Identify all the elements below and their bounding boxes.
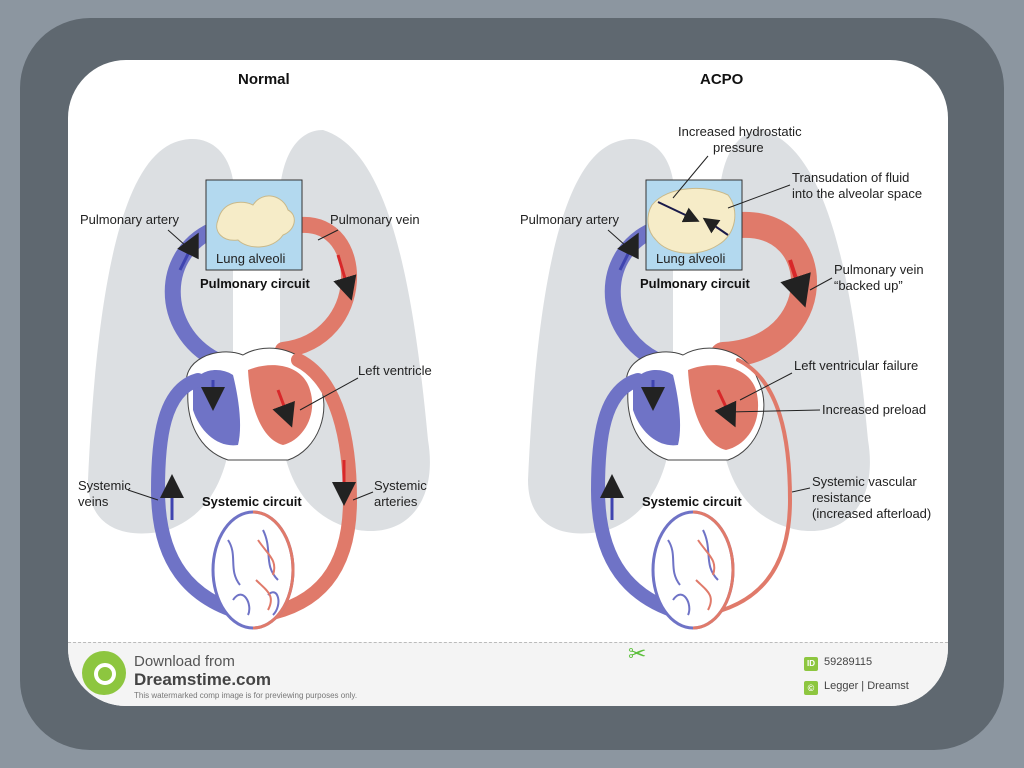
acpo-pv-flow-arrow bbox=[780, 259, 811, 308]
pa-leader-line bbox=[167, 229, 187, 247]
lv-leader-line bbox=[299, 377, 359, 411]
alveoli-shape bbox=[216, 195, 295, 248]
acpo-panel: Lung alveoli ACPO Increased hydrostatic … bbox=[520, 71, 931, 630]
normal-systemic-arteries-label-1: Systemic bbox=[374, 478, 427, 493]
svr-leader-line bbox=[791, 487, 811, 493]
transudation-label-1: Transudation of fluid bbox=[792, 170, 909, 185]
normal-pulmonary-artery-label: Pulmonary artery bbox=[80, 212, 179, 227]
preload-leader-line bbox=[727, 409, 821, 413]
scissors-icon: ✂ bbox=[628, 641, 647, 666]
acpo-capillary-network-blue bbox=[667, 529, 719, 616]
acpo-capillary-network-red bbox=[695, 539, 716, 611]
fluid-arrow-1 bbox=[657, 201, 700, 223]
normal-left-ventricle-label: Left ventricle bbox=[358, 363, 432, 378]
transudation-label-2: into the alveolar space bbox=[792, 186, 922, 201]
normal-pulmonary-vein-label: Pulmonary vein bbox=[330, 212, 420, 227]
pv-flow-arrow bbox=[333, 254, 357, 301]
watermark-footer: Download from Dreamstime.com This waterm… bbox=[68, 641, 948, 706]
dreamstime-logo-icon bbox=[82, 651, 126, 695]
credit-text: Legger | Dreamst bbox=[824, 680, 909, 692]
normal-systemic-arteries-label-2: arteries bbox=[374, 494, 418, 509]
capillary-bed-red-half bbox=[252, 510, 295, 630]
acpo-heart-red-arrow bbox=[714, 389, 737, 428]
pa-flow-arrow bbox=[177, 232, 199, 271]
svr-label-3: (increased afterload) bbox=[812, 506, 931, 521]
pv-backed-up-label-1: Pulmonary vein bbox=[834, 262, 924, 277]
acpo-systemic-artery-vessel bbox=[701, 358, 793, 617]
acpo-capillary-bed-red-half bbox=[692, 510, 735, 630]
capillary-network-blue bbox=[227, 529, 280, 616]
lv-failure-leader-line bbox=[739, 372, 793, 401]
circulation-diagram: Lung alveoli Normal Pulmonary artery Pul… bbox=[78, 71, 931, 630]
acpo-pa-flow-arrow bbox=[617, 232, 639, 271]
fluid-arrow-2 bbox=[702, 217, 729, 236]
normal-systemic-veins-label-2: veins bbox=[78, 494, 109, 509]
normal-systemic-circuit-label: Systemic circuit bbox=[202, 494, 302, 509]
hydrostatic-label-2: pressure bbox=[713, 140, 764, 155]
pv-backed-up-label-2: “backed up” bbox=[834, 278, 903, 293]
image-id-text: 59289115 bbox=[824, 656, 873, 668]
pv-leader-line bbox=[317, 229, 339, 241]
watermark-notice: This watermarked comp image is for previ… bbox=[134, 691, 358, 700]
download-from-text: Download from bbox=[134, 653, 235, 670]
normal-systemic-veins-label-1: Systemic bbox=[78, 478, 131, 493]
capillary-network-red bbox=[255, 539, 276, 611]
acpo-pa-leader-line bbox=[607, 229, 627, 247]
normal-lung-alveoli-label: Lung alveoli bbox=[216, 251, 285, 266]
transudation-leader-line bbox=[727, 184, 791, 209]
pv-backed-leader-line bbox=[809, 277, 833, 291]
sv-leader-line bbox=[127, 489, 159, 501]
svr-label-1: Systemic vascular bbox=[812, 474, 917, 489]
slide-card: Lung alveoli Normal Pulmonary artery Pul… bbox=[68, 60, 948, 706]
acpo-systemic-circuit-label: Systemic circuit bbox=[642, 494, 742, 509]
id-badge-icon: ID bbox=[804, 657, 818, 671]
dreamstime-site-link[interactable]: Dreamstime.com bbox=[134, 670, 272, 689]
acpo-pulmonary-artery-label: Pulmonary artery bbox=[520, 212, 619, 227]
svr-label-2: resistance bbox=[812, 490, 871, 505]
acpo-systemic-vein-vessel bbox=[590, 373, 695, 622]
normal-title: Normal bbox=[238, 71, 290, 88]
heart-red-arrow bbox=[272, 389, 295, 428]
normal-pulmonary-circuit-label: Pulmonary circuit bbox=[200, 276, 310, 291]
acpo-pulmonary-circuit-label: Pulmonary circuit bbox=[640, 276, 750, 291]
hydrostatic-label-1: Increased hydrostatic bbox=[678, 124, 802, 139]
sa-leader-line bbox=[352, 491, 374, 501]
acpo-lung-alveoli-label: Lung alveoli bbox=[656, 251, 725, 266]
acpo-title: ACPO bbox=[700, 71, 744, 88]
hydrostatic-leader-line bbox=[672, 155, 709, 199]
systemic-vein-vessel bbox=[150, 373, 255, 622]
lv-failure-label: Left ventricular failure bbox=[794, 358, 918, 373]
increased-preload-label: Increased preload bbox=[822, 402, 926, 417]
normal-panel: Lung alveoli Normal Pulmonary artery Pul… bbox=[78, 71, 432, 630]
copyright-badge-icon: © bbox=[804, 681, 818, 695]
